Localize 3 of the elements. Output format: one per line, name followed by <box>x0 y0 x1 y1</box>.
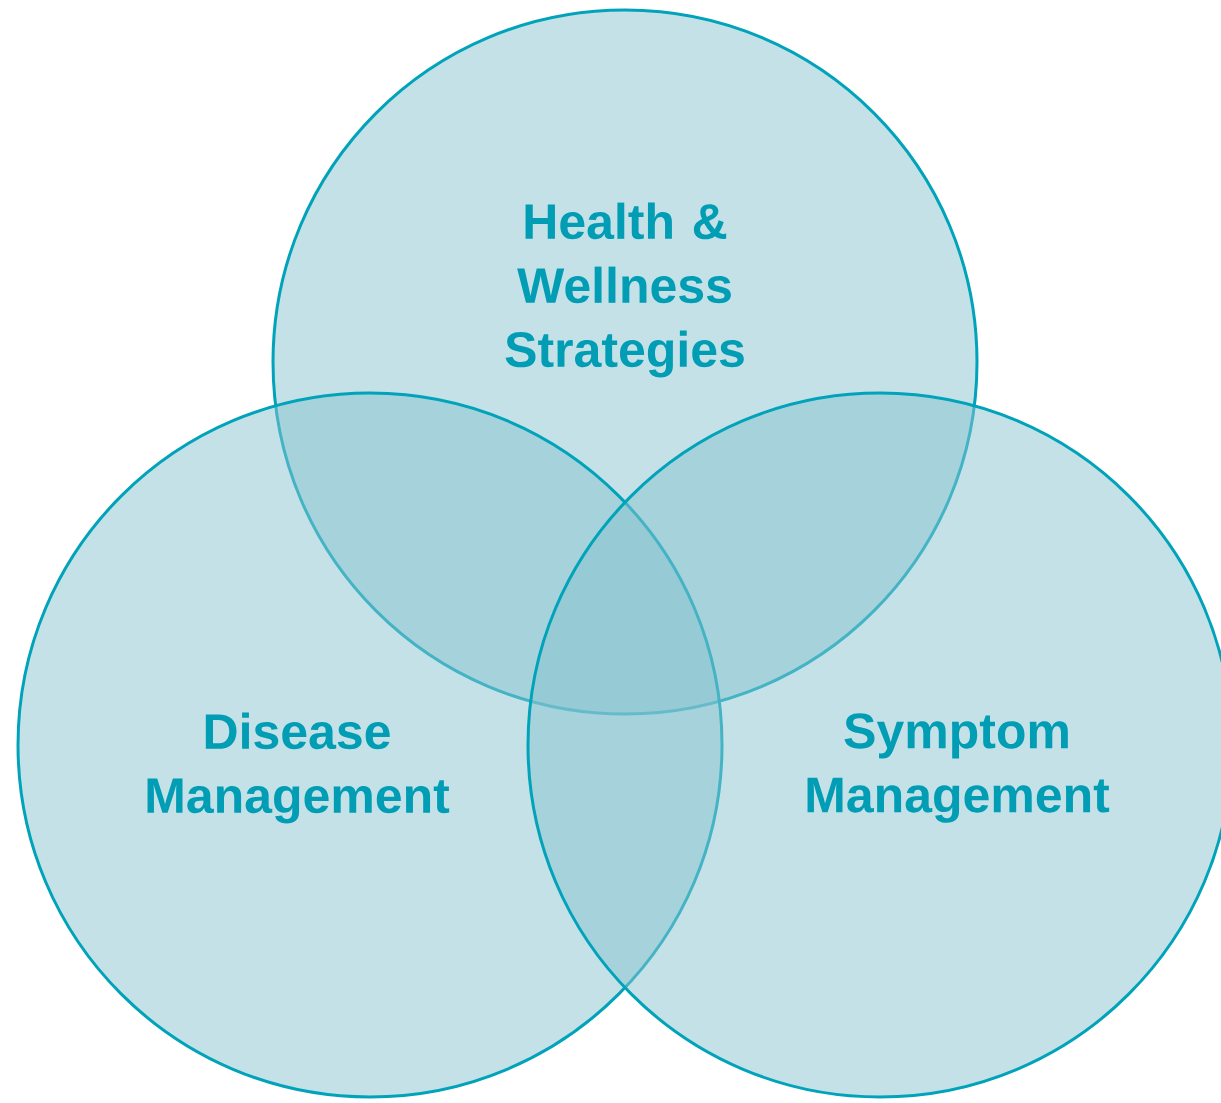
circle-label: Health & Wellness Strategies <box>505 202 744 378</box>
circle-label: Symptom Management <box>807 713 1110 823</box>
circle-label: Disease Management <box>147 712 450 824</box>
